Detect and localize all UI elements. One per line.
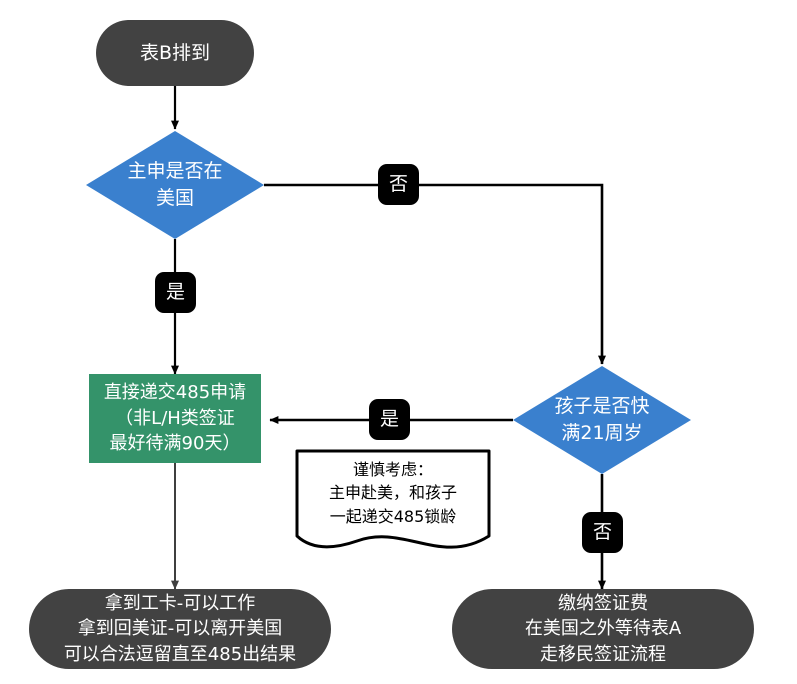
edge-label-child-yes-text: 是 [379,408,399,430]
node-end-right-line-2: 在美国之外等待表A [524,618,682,640]
edge-decision1-no [264,183,606,365]
edge-label-applicant-yes: 是 [155,272,196,313]
node-end-right-line-3: 走移民签证流程 [540,643,666,665]
process-file-485-line-3: 最好待满90天） [109,433,241,455]
process-file-485-line-1: 直接递交485申请 [103,382,247,404]
edge-label-child-no: 否 [582,512,623,553]
edge-label-applicant-no-text: 否 [388,173,408,195]
note-consider-shape [295,449,491,549]
node-end-left-line-2: 拿到回美证-可以离开美国 [77,618,283,640]
edge-label-child-no-text: 否 [592,521,612,543]
process-file-485-line-2: （非L/H类签证 [115,407,235,429]
edge-label-applicant-no: 否 [378,164,419,205]
node-process-file-485[interactable]: 直接递交485申请 （非L/H类签证 最好待满90天） [89,374,261,463]
node-start[interactable]: 表B排到 [96,20,254,86]
node-end-left-line-3: 可以合法逗留直至485出结果 [63,643,297,665]
edge-label-child-yes: 是 [369,399,410,440]
edge-label-applicant-yes-text: 是 [165,281,185,303]
node-end-left[interactable]: 拿到工卡-可以工作 拿到回美证-可以离开美国 可以合法逗留直至485出结果 [29,589,331,669]
node-end-right[interactable]: 缴纳签证费 在美国之外等待表A 走移民签证流程 [452,589,754,669]
node-start-line-1: 表B排到 [139,41,211,64]
decision-child-turning-21-shape [513,366,691,474]
node-end-right-line-1: 缴纳签证费 [558,592,648,614]
node-end-left-line-1: 拿到工卡-可以工作 [104,592,256,614]
decision-applicant-in-us-shape [86,131,264,239]
